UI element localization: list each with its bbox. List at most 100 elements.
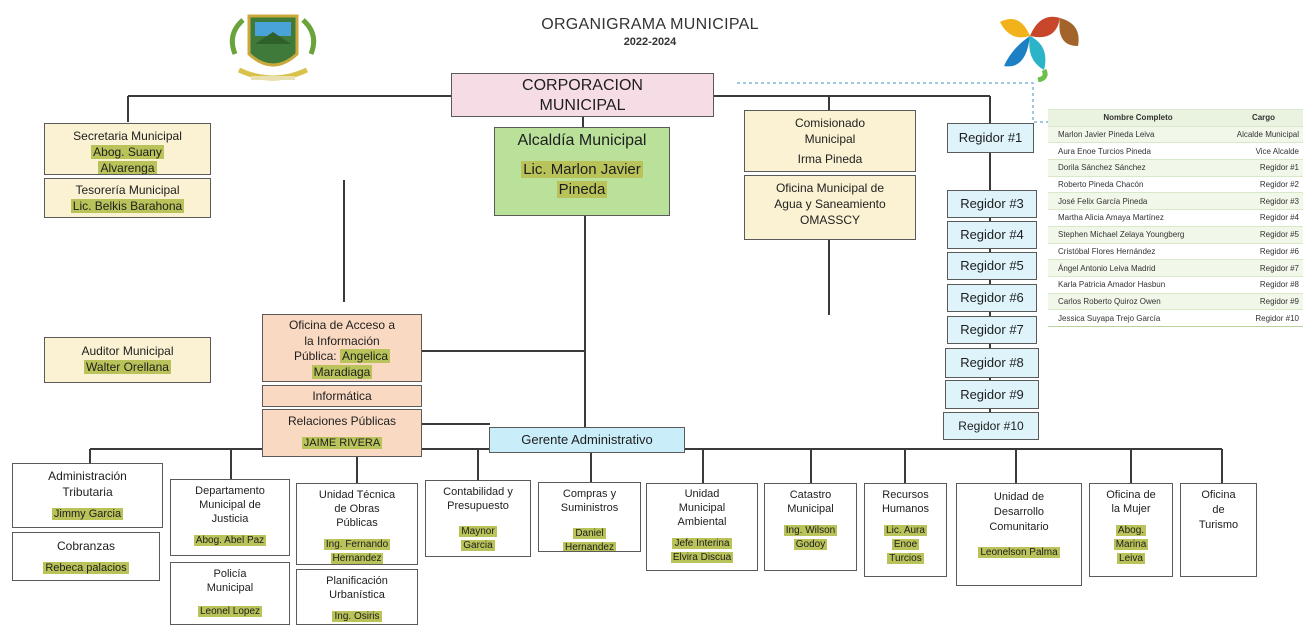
catastro-municipal-box: Catastro Municipal Ing. Wilson Godoy: [764, 483, 857, 571]
official-name: Karla Patricia Amador Hasbun: [1058, 280, 1166, 290]
cobranzas-box: Cobranzas Rebeca palacios: [12, 532, 160, 581]
compras-line2: Suministros: [560, 502, 619, 514]
mujer-name-line2: Marina: [1113, 539, 1149, 550]
obras-publicas-box: Unidad Técnica de Obras Públicas Ing. Fe…: [296, 483, 418, 565]
gerente-administrativo-box: Gerente Administrativo: [489, 427, 685, 453]
official-name: Dorila Sánchez Sánchez: [1058, 163, 1146, 173]
oficina-turismo-box: Oficina de Turismo: [1180, 483, 1257, 577]
ambiental-line2: Municipal: [678, 502, 726, 514]
omasscy-line3: OMASSCY: [799, 213, 860, 227]
oai-name-line1: Angelica: [340, 349, 391, 363]
compras-name-line2: Hernandez: [563, 542, 616, 552]
desarrollo-line1: Unidad de: [993, 491, 1045, 503]
secretaria-municipal-box: Secretaria Municipal Abog. Suany Alvaren…: [44, 123, 211, 175]
regidor-10-box: Regidor #10: [943, 412, 1039, 440]
desarrollo-line3: Comunitario: [989, 521, 1049, 533]
corporacion-line2: MUNICIPAL: [539, 97, 626, 114]
mujer-name-line1: Abog.: [1115, 525, 1147, 536]
turismo-line1: Oficina: [1201, 489, 1236, 501]
desarrollo-name: Leonelson Palma: [978, 547, 1060, 558]
auditor-title: Auditor Municipal: [81, 344, 174, 358]
table-row: Cristóbal Flores Hernández Regidor #6: [1048, 242, 1303, 260]
regidor-4-box: Regidor #4: [947, 221, 1037, 249]
official-name: Jessica Suyapa Trejo García: [1058, 313, 1161, 323]
rrhh-line2: Humanos: [881, 503, 930, 515]
turismo-line3: Turismo: [1198, 519, 1239, 531]
official-cargo: Vice Alcalde: [1255, 146, 1299, 156]
desarrollo-line2: Desarrollo: [993, 506, 1045, 518]
official-cargo: Regidor #8: [1259, 280, 1299, 290]
regidor-3-box: Regidor #3: [947, 190, 1037, 218]
justicia-line3: Justicia: [211, 513, 249, 525]
official-name: Cristóbal Flores Hernández: [1058, 246, 1156, 256]
tesoreria-name: Lic. Belkis Barahona: [70, 199, 185, 213]
official-name: Marlon Javier Pineda Leiva: [1058, 130, 1155, 140]
official-cargo: Regidor #2: [1259, 180, 1299, 190]
desarrollo-comunitario-box: Unidad de Desarrollo Comunitario Leonels…: [956, 483, 1082, 586]
official-cargo: Regidor #6: [1259, 246, 1299, 256]
admin-trib-line2: Tributaria: [62, 485, 113, 499]
cobranzas-name: Rebeca palacios: [43, 562, 129, 574]
contabilidad-line1: Contabilidad y: [443, 486, 513, 498]
admin-trib-name: Jimmy Garcia: [51, 508, 124, 520]
justicia-name: Abog. Abel Paz: [193, 535, 267, 546]
regidor-7-box: Regidor #7: [947, 316, 1037, 344]
chart-title: ORGANIGRAMA MUNICIPAL: [541, 16, 759, 33]
secretaria-name-line1: Abog. Suany: [91, 145, 164, 159]
col-header-name: Nombre Completo: [1103, 113, 1173, 123]
obras-name-line2: Hernandez: [330, 553, 384, 564]
regidor-5-box: Regidor #5: [947, 252, 1037, 280]
officials-table: Nombre Completo Cargo Marlon Javier Pine…: [1048, 109, 1303, 327]
official-name: Roberto Pineda Chacón: [1058, 180, 1144, 190]
col-header-cargo: Cargo: [1251, 113, 1276, 123]
secretaria-title: Secretaria Municipal: [73, 129, 182, 143]
oai-line3: Pública:: [293, 349, 337, 363]
official-cargo: Regidor #4: [1259, 213, 1299, 223]
official-cargo: Regidor #5: [1259, 230, 1299, 240]
comisionado-municipal-box: Comisionado Municipal Irma Pineda: [744, 110, 916, 172]
official-name: José Felix García Pineda: [1058, 196, 1148, 206]
regidor-9-box: Regidor #9: [945, 380, 1039, 409]
rrhh-name-line1: Lic. Aura: [884, 525, 927, 536]
corporacion-line1: CORPORACION: [522, 77, 643, 94]
table-row: Aura Enoe Turcios Pineda Vice Alcalde: [1048, 142, 1303, 159]
alcaldia-municipal-box: Alcaldía Municipal Lic. Marlon Javier Pi…: [494, 127, 670, 216]
alcaldia-name-line1: Lic. Marlon Javier: [521, 161, 643, 178]
policia-line1: Policía: [213, 568, 247, 580]
regidor-6-box: Regidor #6: [947, 284, 1037, 312]
obras-line1: Unidad Técnica: [318, 489, 396, 501]
tesoreria-title: Tesorería Municipal: [75, 183, 180, 197]
cobranzas-title: Cobranzas: [56, 539, 116, 553]
justicia-line2: Municipal de: [199, 499, 261, 511]
brand-logo: [1000, 16, 1079, 82]
relaciones-publicas-box: Relaciones Públicas JAIME RIVERA: [262, 409, 422, 457]
planificacion-line2: Urbanística: [329, 589, 385, 601]
official-name: Aura Enoe Turcios Pineda: [1058, 146, 1151, 156]
oai-line1: Oficina de Acceso a: [288, 318, 396, 332]
catastro-line1: Catastro: [789, 489, 832, 501]
corporacion-municipal-box: CORPORACION MUNICIPAL: [451, 73, 714, 117]
rrhh-name-line2: Enoe: [891, 539, 920, 550]
catastro-name-line1: Ing. Wilson: [783, 525, 838, 536]
official-name: Carlos Roberto Quiroz Owen: [1058, 296, 1161, 306]
comisionado-line2: Municipal: [804, 132, 856, 146]
contabilidad-presupuesto-box: Contabilidad y Presupuesto Maynor Garcia: [425, 480, 531, 557]
obras-line2: de Obras: [334, 503, 380, 515]
informatica-title: Informática: [312, 389, 372, 403]
comisionado-name: Irma Pineda: [797, 152, 863, 166]
alcaldia-title: Alcaldía Municipal: [517, 132, 647, 149]
oai-name-line2: Maradiaga: [311, 364, 373, 379]
official-name: Ángel Antonio Leiva Madrid: [1058, 263, 1156, 273]
policia-municipal-box: Policía Municipal Leonel Lopez: [170, 562, 290, 625]
table-row: Roberto Pineda Chacón Regidor #2: [1048, 175, 1303, 193]
table-header: Nombre Completo Cargo: [1048, 109, 1303, 126]
planificacion-urbanistica-box: Planificación Urbanística Ing. Osiris: [296, 569, 418, 625]
unidad-ambiental-box: Unidad Municipal Ambiental Jefe Interina…: [646, 483, 758, 571]
auditor-name: Walter Orellana: [84, 360, 171, 374]
relaciones-title: Relaciones Públicas: [287, 414, 397, 428]
official-cargo: Regidor #7: [1259, 263, 1299, 273]
contabilidad-name-line2: Garcia: [461, 540, 495, 551]
